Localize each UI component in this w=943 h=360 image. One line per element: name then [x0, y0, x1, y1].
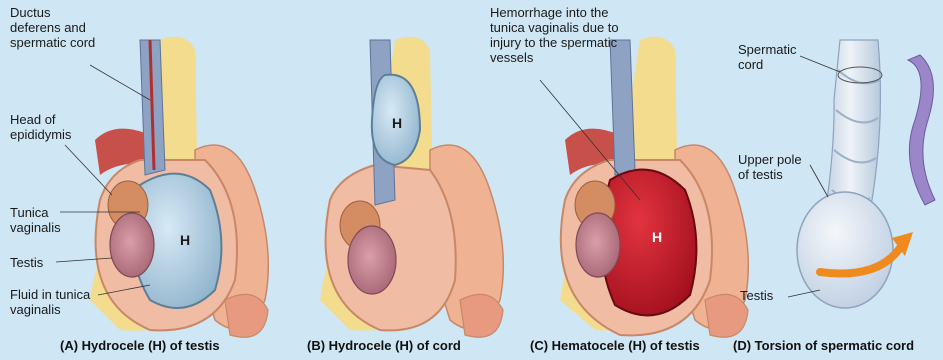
- panel-c-testis: [576, 213, 620, 277]
- panel-c-h-mark: H: [652, 229, 662, 245]
- label-testis-a: Testis: [10, 255, 43, 270]
- panel-b-glans: [460, 294, 503, 337]
- panel-a-h-mark: H: [180, 232, 190, 248]
- leader-line: [810, 165, 828, 197]
- panel-b-h-mark: H: [392, 115, 402, 131]
- label-head-of-epididymis: Head of epididymis: [10, 112, 71, 142]
- label-spermatic-cord: Spermatic cord: [738, 42, 797, 72]
- panel-d-illustration: [788, 40, 935, 308]
- panel-a-glans: [225, 294, 268, 337]
- panel-b-testis: [348, 226, 396, 294]
- label-ductus-deferens: Ductus deferens and spermatic cord: [10, 5, 95, 50]
- label-tunica-vaginalis: Tunica vaginalis: [10, 205, 61, 235]
- panel-a-testis: [110, 213, 154, 277]
- caption-b: (B) Hydrocele (H) of cord: [307, 338, 461, 353]
- caption-d: (D) Torsion of spermatic cord: [733, 338, 914, 353]
- label-testis-d: Testis: [740, 288, 773, 303]
- panel-d-testis: [797, 192, 893, 308]
- caption-a: (A) Hydrocele (H) of testis: [60, 338, 220, 353]
- caption-c: (C) Hematocele (H) of testis: [530, 338, 700, 353]
- label-hemorrhage: Hemorrhage into the tunica vaginalis due…: [490, 5, 619, 65]
- leader-line: [800, 56, 840, 72]
- label-fluid-in-tunica: Fluid in tunica vaginalis: [10, 287, 90, 317]
- panel-b-illustration: H: [320, 37, 503, 338]
- label-upper-pole: Upper pole of testis: [738, 152, 802, 182]
- twisted-ribbon: [908, 55, 935, 205]
- panel-c-illustration: H: [540, 37, 748, 338]
